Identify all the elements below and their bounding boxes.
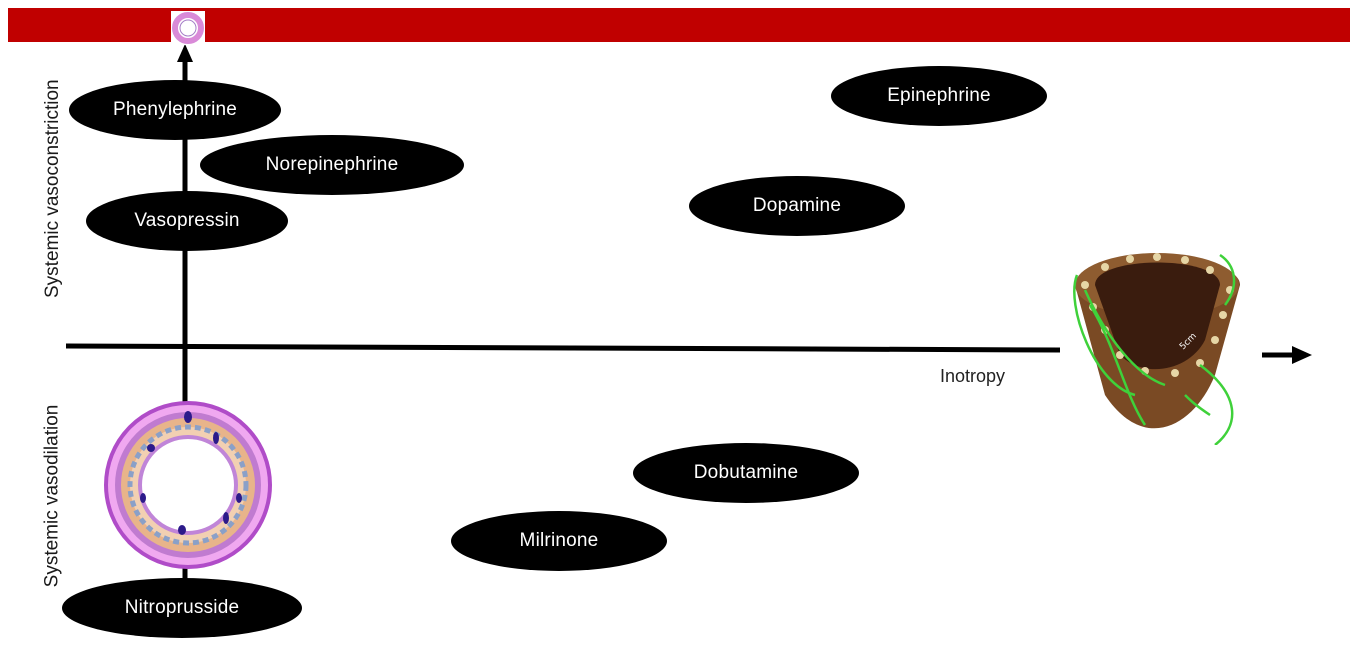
drug-milrinone: Milrinone bbox=[451, 511, 667, 571]
horizontal-axis bbox=[65, 343, 1061, 353]
drug-dobutamine: Dobutamine bbox=[633, 443, 859, 503]
drug-phenylephrine: Phenylephrine bbox=[69, 80, 281, 140]
x-axis-label: Inotropy bbox=[940, 366, 1006, 386]
drug-epinephrine: Epinephrine bbox=[831, 66, 1047, 126]
small-vessel-icon bbox=[171, 11, 205, 45]
header-band bbox=[8, 8, 1350, 42]
y-upper-axis-label: Systemic vasoconstriction bbox=[42, 79, 63, 298]
blood-vessel-icon bbox=[104, 401, 272, 569]
drug-nitroprusside: Nitroprusside bbox=[62, 578, 302, 638]
vertical-axis-arrowhead bbox=[177, 44, 193, 62]
drug-vasopressin: Vasopressin bbox=[86, 191, 288, 251]
y-lower-axis-label: Systemic vasodilation bbox=[41, 404, 63, 588]
drug-dopamine: Dopamine bbox=[689, 176, 905, 236]
heart-icon: 5cm bbox=[1073, 253, 1240, 445]
drug-norepinephrine: Norepinephrine bbox=[200, 135, 464, 195]
horizontal-axis-arrowhead bbox=[1292, 346, 1312, 364]
